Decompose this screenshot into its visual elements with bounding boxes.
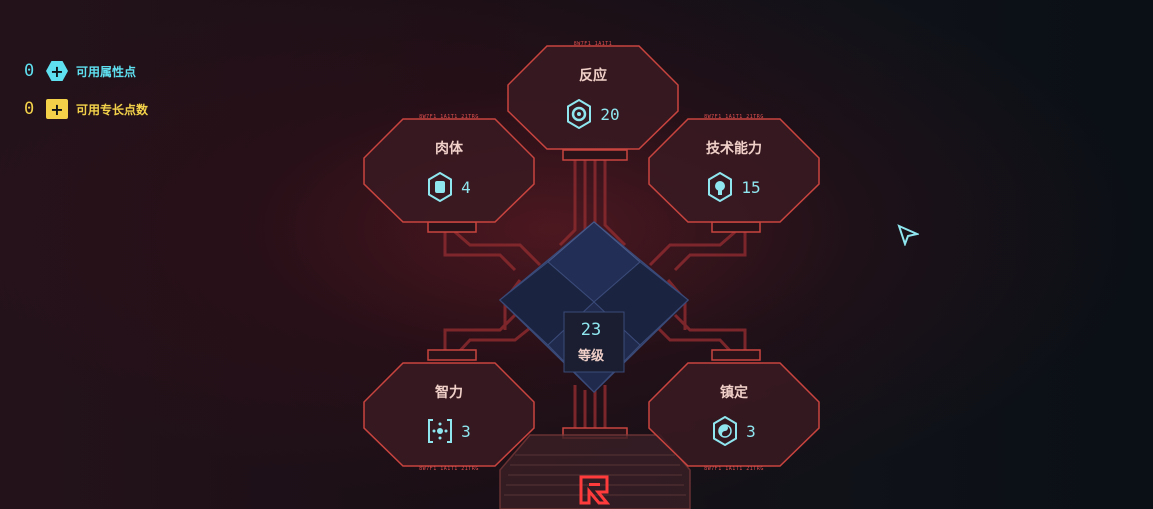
attribute-value: 4 (461, 177, 471, 197)
technical-icon (708, 172, 733, 202)
panel-tag: 8W7F1 1A1T1 21TRG (419, 466, 479, 472)
attribute-points-label: 可用属性点 (76, 64, 137, 79)
panel-frame (648, 362, 820, 467)
attribute-points-value: 0 (24, 61, 35, 81)
attribute-name: 肉体 (435, 141, 463, 157)
level-value: 23 (580, 320, 602, 340)
attribute-value: 20 (600, 104, 620, 124)
panel-frame (507, 45, 679, 150)
attribute-points-counter: 0 + 可用属性点 (24, 59, 136, 83)
panel-tag: 8W7F1 1A1T1 21TRG (704, 466, 764, 472)
panel-tag: 8W7F1 1A1T1 21TRG (419, 114, 479, 120)
plus-hex-icon: + (46, 61, 68, 81)
attribute-panel-reflexes[interactable]: 8W7F1 1A1T1 反应 20 (505, 41, 681, 151)
perk-points-label: 可用专长点数 (76, 102, 149, 117)
attribute-panel-cool[interactable]: 8W7F1 1A1T1 21TRG 镇定 3 (646, 360, 822, 472)
attribute-name: 镇定 (720, 385, 748, 401)
attribute-name: 智力 (435, 385, 463, 401)
panel-tag: 8W7F1 1A1T1 (573, 41, 613, 47)
attribute-value: 15 (741, 177, 761, 197)
attribute-value: 3 (461, 421, 471, 441)
panel-frame (363, 118, 535, 223)
plus-square-icon: + (46, 99, 68, 119)
level-label: 等级 (577, 349, 604, 364)
body-fist-icon (428, 172, 453, 202)
game-logo-icon (579, 475, 610, 505)
perk-points-counter: 0 + 可用专长点数 (24, 97, 148, 121)
panel-frame (363, 362, 535, 467)
attribute-name: 技术能力 (706, 141, 762, 157)
perk-points-value: 0 (24, 99, 35, 119)
panel-frame (648, 118, 820, 223)
attribute-panel-intelligence[interactable]: 8W7F1 1A1T1 21TRG 智力 3 (361, 360, 537, 472)
cool-yinyang-icon (713, 416, 738, 446)
attribute-name: 反应 (579, 68, 607, 84)
intelligence-icon (428, 419, 453, 443)
mouse-cursor-icon (897, 224, 919, 246)
attribute-value: 3 (746, 421, 756, 441)
panel-tag: 8W7F1 1A1T1 21TRG (704, 114, 764, 120)
attribute-panel-technical[interactable]: 8W7F1 1A1T1 21TRG 技术能力 15 (646, 114, 822, 224)
attribute-panel-body[interactable]: 8W7F1 1A1T1 21TRG 肉体 4 (361, 114, 537, 224)
reflexes-icon (567, 99, 592, 129)
